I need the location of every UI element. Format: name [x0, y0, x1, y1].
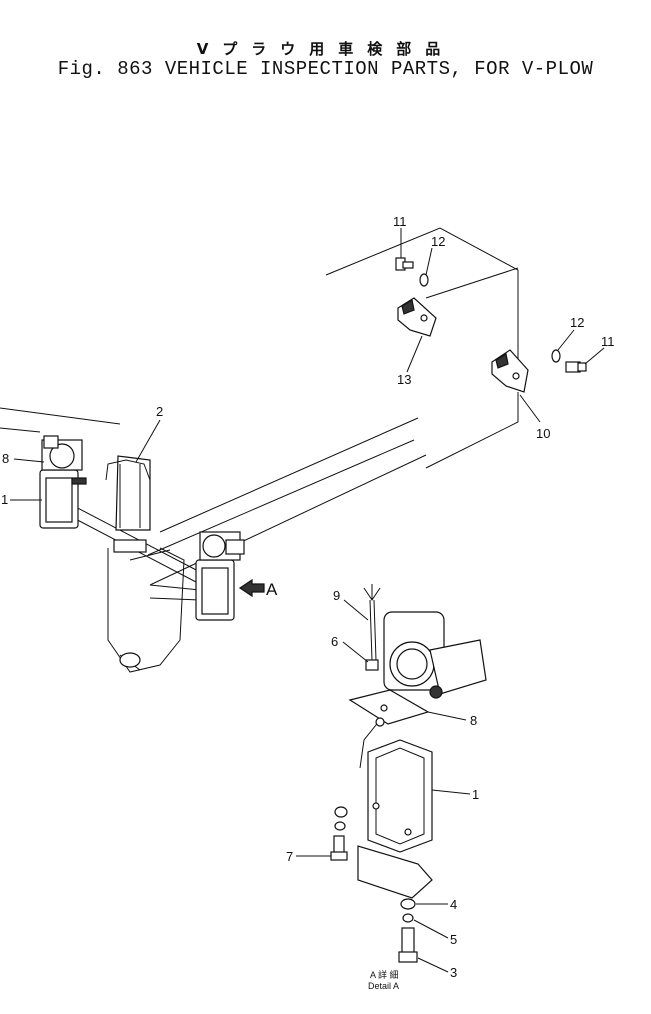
callout-6: 6 — [331, 634, 338, 649]
figure-title: Fig. 863 VEHICLE INSPECTION PARTS, FOR V… — [57, 58, 594, 80]
washer-12-upper — [419, 273, 429, 287]
callout-3: 3 — [450, 965, 457, 980]
callout-12-upper: 12 — [431, 234, 445, 249]
detail-a-assembly — [296, 584, 487, 973]
detail-label: Detail A — [368, 981, 399, 991]
callout-10: 10 — [536, 426, 550, 441]
callout-11-lower: 11 — [601, 334, 615, 349]
callout-12-lower: 12 — [570, 315, 584, 330]
view-arrow-a — [238, 578, 265, 598]
washer-12-lower — [551, 349, 561, 363]
callout-7: 7 — [286, 849, 293, 864]
center-lamp-bracket — [105, 455, 151, 553]
figure-title-japanese: Vプラウ用車検部品 — [196, 40, 455, 58]
bracket-13 — [397, 297, 437, 337]
callout-5: 5 — [450, 932, 457, 947]
bracket-assembly-upper — [325, 227, 605, 469]
callout-1-main: 1 — [1, 492, 8, 507]
bolt-11-upper — [395, 257, 414, 271]
lamp-housing-left — [39, 435, 87, 529]
bracket-10 — [491, 349, 529, 393]
callout-11-upper: 11 — [393, 214, 407, 229]
callout-13: 13 — [397, 372, 411, 387]
lamp-housing-right — [195, 531, 245, 621]
callout-2: 2 — [156, 404, 163, 419]
bolt-11-lower — [565, 361, 587, 373]
callout-9: 9 — [333, 588, 340, 603]
detail-label-japanese: A 詳 細 — [370, 969, 399, 980]
callout-4: 4 — [450, 897, 457, 912]
callout-1-detail: 1 — [472, 787, 479, 802]
callout-8-detail: 8 — [470, 713, 477, 728]
callout-8-main: 8 — [2, 451, 9, 466]
callout-view-a: A — [266, 580, 278, 599]
